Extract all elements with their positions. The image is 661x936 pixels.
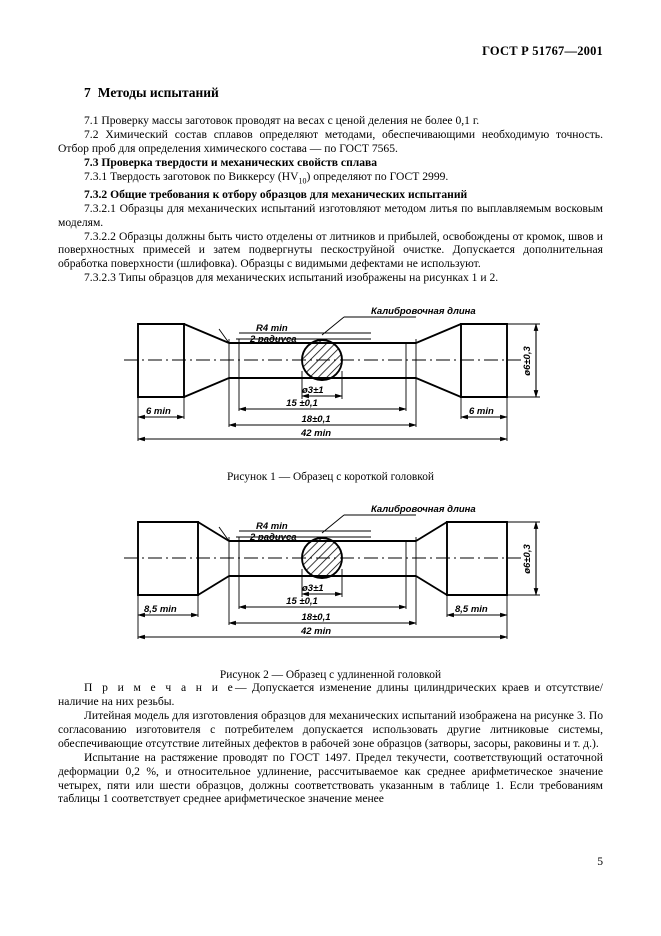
figure-2-dim-head-left: 8,5 min [144, 604, 177, 615]
figure-2: R4 min 2 радиуса Калибровочная длина 8,5… [58, 497, 603, 681]
paragraph-7-3-2-2: 7.3.2.2 Образцы должны быть чисто отделе… [58, 229, 603, 271]
figure-1-dim-head-right: 6 min [469, 406, 494, 417]
figure-2-dimension-lines [136, 521, 538, 640]
figure-1-callout-gauge: Калибровочная длина [371, 306, 476, 317]
figure-1-dim-mid: 18±0,1 [301, 414, 330, 425]
figure-1-callout-radius-line1: R4 min [256, 323, 288, 334]
section-heading: 7 Методы испытаний [84, 85, 603, 101]
section-title: Методы испытаний [97, 85, 219, 100]
figure-2-callout-gauge: Калибровочная длина [371, 504, 476, 515]
paragraph-7-3-1-post: ) определяют по ГОСТ 2999. [306, 169, 449, 183]
hv-subscript: 10 [298, 175, 307, 185]
figure-1-dim-diameter: ø3±1 [302, 385, 324, 396]
paragraph-7-2: 7.2 Химический состав сплавов определяют… [58, 127, 603, 155]
figure-2-dim-gauge: 15 ±0,1 [286, 596, 318, 607]
figure-2-dim-vertical: ø6±0,3 [522, 544, 533, 574]
figure-1-dim-vertical: ø6±0,3 [522, 346, 533, 376]
paragraph-7-3: 7.3 Проверка твердости и механических св… [84, 155, 378, 169]
figure-1-dimension-lines [136, 323, 538, 442]
figure-2-dim-head-right: 8,5 min [455, 604, 488, 615]
paragraph-casting-model: Литейная модель для изготовления образцо… [58, 709, 603, 750]
note-paragraph: П р и м е ч а н и е— Допускается изменен… [58, 681, 603, 709]
figure-2-dim-mid: 18±0,1 [301, 612, 330, 623]
section-number: 7 [84, 85, 91, 100]
figure-1-dim-gauge: 15 ±0,1 [286, 398, 318, 409]
note-label: П р и м е ч а н и е [84, 681, 235, 695]
paragraph-7-3-2-1: 7.3.2.1 Образцы для механических испытан… [58, 201, 603, 229]
figure-2-callout-radius-line1: R4 min [256, 521, 288, 532]
paragraph-7-3-1: 7.3.1 Твердость заготовок по Виккерсу (H… [58, 170, 603, 188]
figure-1-extension-lines [137, 316, 540, 442]
figure-1-dim-total: 42 min [299, 428, 330, 439]
figure-2-drawing: R4 min 2 радиуса Калибровочная длина 8,5… [123, 504, 540, 640]
figure-2-callout-radius-line2: 2 радиуса [249, 532, 297, 543]
document-standard-header: ГОСТ Р 51767—2001 [482, 44, 603, 58]
figure-1-callout-radius-line2: 2 радиуса [249, 334, 297, 345]
figure-1-caption: Рисунок 1 — Образец с короткой головкой [226, 471, 435, 484]
note-text: Допускается изменение длины цилиндрическ… [58, 681, 603, 709]
figure-1-dim-head-left: 6 min [146, 406, 171, 417]
paragraph-tensile-test: Испытание на растяжение проводят по ГОСТ… [58, 750, 603, 806]
figure-1-drawing: R4 min 2 радиуса Калибровочная длина 6 m… [123, 306, 540, 442]
figure-2-caption: Рисунок 2 — Образец с удлиненной головко… [219, 669, 442, 682]
page-number: 5 [597, 855, 603, 868]
paragraph-7-3-2-3: 7.3.2.3 Типы образцов для механических и… [84, 271, 499, 285]
figure-1: R4 min 2 радиуса Калибровочная длина 6 m… [58, 299, 603, 483]
paragraph-7-1: 7.1 Проверку массы заготовок проводят на… [84, 114, 480, 127]
figure-2-dim-total: 42 min [299, 626, 330, 637]
figure-2-dim-diameter: ø3±1 [302, 583, 324, 594]
note-dash: — [234, 681, 247, 695]
paragraph-7-3-1-pre: 7.3.1 Твердость заготовок по Виккерсу (H… [84, 169, 299, 183]
paragraph-7-3-2: 7.3.2 Общие требования к отбору образцов… [84, 187, 468, 201]
